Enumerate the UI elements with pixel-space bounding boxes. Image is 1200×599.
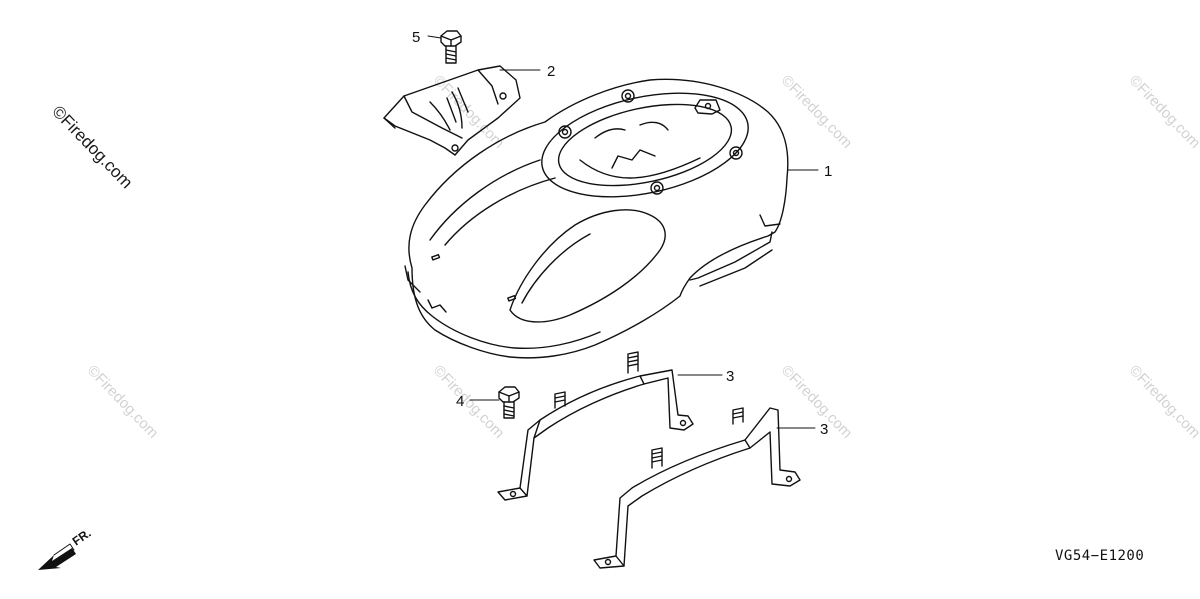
callout-2: 2 — [547, 63, 555, 80]
fan-cover-shroud — [404, 78, 789, 359]
stay-bracket-lower — [593, 407, 801, 569]
document-code: VG54−E1200 — [1055, 548, 1145, 564]
callout-3-upper: 3 — [726, 368, 734, 385]
callout-4: 4 — [456, 393, 464, 410]
callout-1: 1 — [824, 163, 832, 180]
bolt-part-4 — [498, 386, 520, 419]
leader-lines — [427, 35, 819, 429]
bolt-part-5 — [440, 30, 462, 64]
front-direction-arrow-icon — [38, 543, 76, 570]
callout-5: 5 — [412, 29, 420, 46]
stay-bracket-upper — [497, 351, 694, 501]
callout-3-lower: 3 — [820, 421, 828, 438]
guard-plate — [383, 65, 521, 156]
front-label: FR. — [70, 526, 94, 549]
